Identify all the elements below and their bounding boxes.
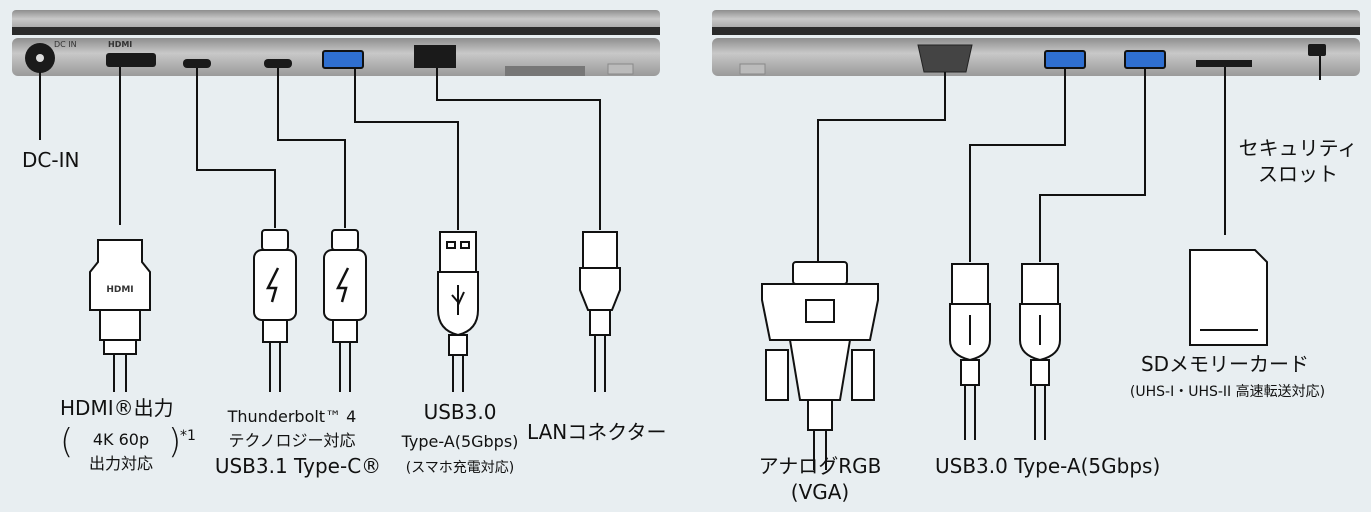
laptop-left-side: DC IN HDMI [12, 10, 660, 76]
sd-card [1189, 249, 1268, 346]
lan-plug [579, 231, 621, 392]
cable-plugs: HDMI [89, 229, 1268, 470]
vga-port [917, 44, 973, 73]
lan-port [414, 45, 456, 68]
usb-a-plug-right-1 [949, 263, 991, 440]
usb-port-blue [322, 50, 364, 69]
thunderbolt-port-1 [183, 59, 211, 68]
svg-text:HDMI: HDMI [106, 285, 133, 295]
security-slot [1308, 44, 1326, 56]
label-dc-in: DC-IN [22, 148, 80, 172]
usb-port-right-1 [1044, 50, 1086, 69]
thunderbolt-plug-1 [253, 229, 297, 392]
thunderbolt-plug-2 [323, 229, 367, 392]
laptop-right-side [712, 10, 1360, 76]
sd-slot [1196, 60, 1252, 67]
hdmi-port [106, 53, 156, 67]
hdmi-plug: HDMI [89, 239, 151, 392]
hdmi-mark: HDMI [108, 40, 132, 49]
vga-plug [761, 261, 879, 470]
leader-lines [39, 56, 1321, 262]
thunderbolt-port-2 [264, 59, 292, 68]
dc-in-mark: DC IN [54, 40, 77, 49]
usb-a-plug [437, 231, 479, 392]
label-lan: LANコネクター [527, 420, 667, 444]
label-usb-right: USB3.0 Type-A(5Gbps) [935, 454, 1161, 478]
usb-port-right-2 [1124, 50, 1166, 69]
usb-a-plug-right-2 [1019, 263, 1061, 440]
